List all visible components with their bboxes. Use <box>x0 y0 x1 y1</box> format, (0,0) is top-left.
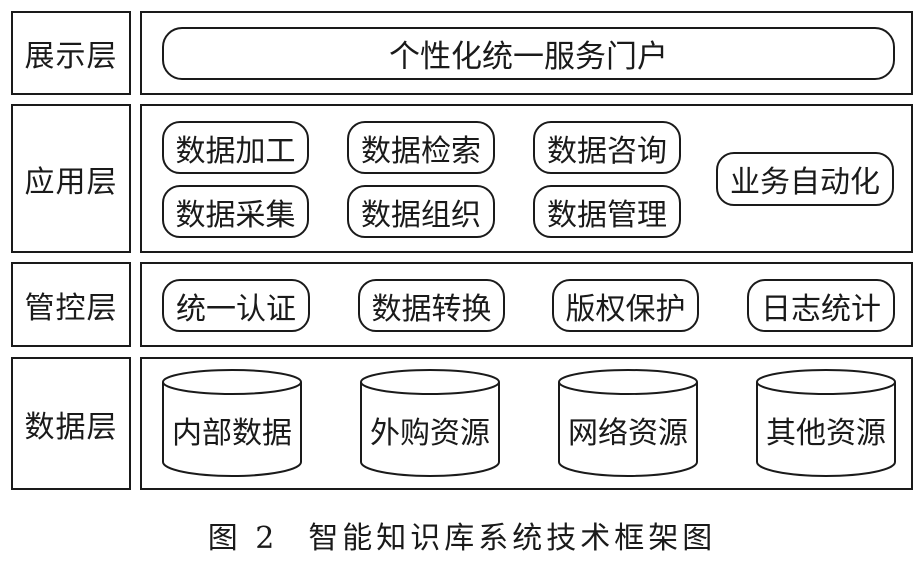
app-node-data-organization: 数据组织 <box>347 185 495 238</box>
control-node-unified-auth: 统一认证 <box>162 279 310 332</box>
layer-label-control: 管控层 <box>11 262 131 347</box>
cylinder-label-other-resources: 其他资源 <box>766 416 886 451</box>
figure-caption: 图 2 智能知识库系统技术框架图 <box>0 510 924 560</box>
cylinder-network-resources <box>558 369 698 477</box>
cylinder-label-network-resources: 网络资源 <box>568 416 688 451</box>
layer-label-presentation: 展示层 <box>11 11 131 95</box>
cylinder-internal-data <box>162 369 302 477</box>
figure-title: 智能知识库系统技术框架图 <box>308 521 717 556</box>
layer-label-data: 数据层 <box>11 357 131 490</box>
figure-number: 图 2 <box>207 521 279 556</box>
app-node-data-collection: 数据采集 <box>162 185 309 238</box>
cylinder-label-internal-data: 内部数据 <box>172 416 292 451</box>
portal-node: 个性化统一服务门户 <box>162 27 895 80</box>
cylinder-purchased-resources <box>360 369 500 477</box>
control-node-log-statistics: 日志统计 <box>747 279 895 332</box>
app-node-business-automation: 业务自动化 <box>716 152 894 206</box>
app-node-data-management: 数据管理 <box>533 185 681 238</box>
app-node-data-consulting: 数据咨询 <box>533 121 681 174</box>
cylinder-other-resources <box>756 369 896 477</box>
app-node-data-retrieval: 数据检索 <box>347 121 495 174</box>
control-node-data-conversion: 数据转换 <box>358 279 505 332</box>
control-node-copyright-protection: 版权保护 <box>552 279 699 332</box>
layer-label-application: 应用层 <box>11 104 131 253</box>
app-node-data-processing: 数据加工 <box>162 121 309 174</box>
cylinder-label-purchased-resources: 外购资源 <box>370 416 490 451</box>
